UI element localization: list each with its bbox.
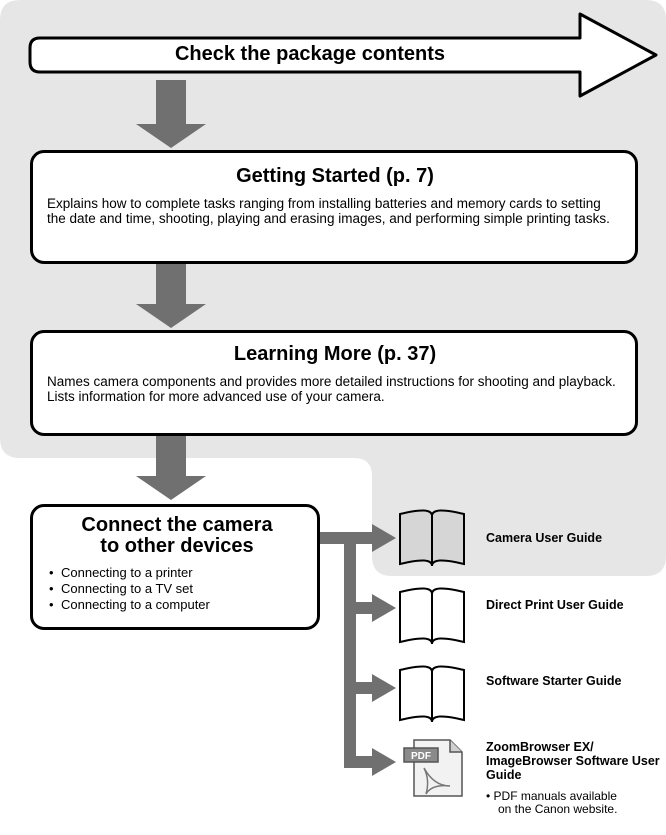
note-bullet: • — [486, 789, 494, 803]
connect-bullet-item: Connecting to a printer — [49, 565, 305, 581]
connect-title-line1: Connect the camera — [81, 514, 273, 536]
getting-started-box: Getting Started (p. 7) Explains how to c… — [30, 150, 638, 264]
getting-started-title: Getting Started (p. 7) — [236, 165, 434, 187]
down-arrow-1 — [136, 80, 206, 148]
book-icon-1 — [399, 509, 465, 567]
connect-bullet-item: Connecting to a computer — [49, 597, 305, 613]
connect-bullet-list: Connecting to a printer Connecting to a … — [49, 565, 305, 613]
header-arrow-shape — [28, 12, 658, 98]
guide-software-user-guide-note: • PDF manuals available on the Canon web… — [486, 790, 628, 816]
getting-started-description: Explains how to complete tasks ranging f… — [47, 196, 610, 226]
pdf-icon — [403, 739, 463, 797]
connect-title-line2: to other devices — [100, 535, 254, 557]
down-arrow-3 — [136, 436, 206, 500]
connect-box: Connect the camera to other devices Conn… — [30, 504, 320, 630]
connect-bullet-item: Connecting to a TV set — [49, 581, 305, 597]
guide-camera-user-guide: Camera User Guide — [486, 531, 603, 545]
learning-more-title: Learning More (p. 37) — [233, 343, 437, 365]
book-icon-2 — [399, 587, 465, 645]
note-text: PDF manuals available on the Canon websi… — [493, 789, 618, 816]
header-arrow-label: Check the package contents — [174, 43, 446, 65]
learning-more-box: Learning More (p. 37) Names camera compo… — [30, 330, 638, 436]
book-icon-3 — [399, 665, 465, 723]
guide-direct-print: Direct Print User Guide — [486, 598, 624, 612]
gray-panel — [0, 0, 666, 576]
guide-software-user-guide: ZoomBrowser EX/ ImageBrowser Software Us… — [486, 740, 660, 782]
connect-title: Connect the camera to other devices — [49, 515, 305, 557]
down-arrow-2 — [136, 264, 206, 328]
pdf-icon-label: PDF — [411, 751, 431, 762]
guide-software-starter: Software Starter Guide — [486, 674, 622, 688]
learning-more-description: Names camera components and provides mor… — [47, 374, 616, 404]
guide-connectors — [318, 524, 396, 776]
